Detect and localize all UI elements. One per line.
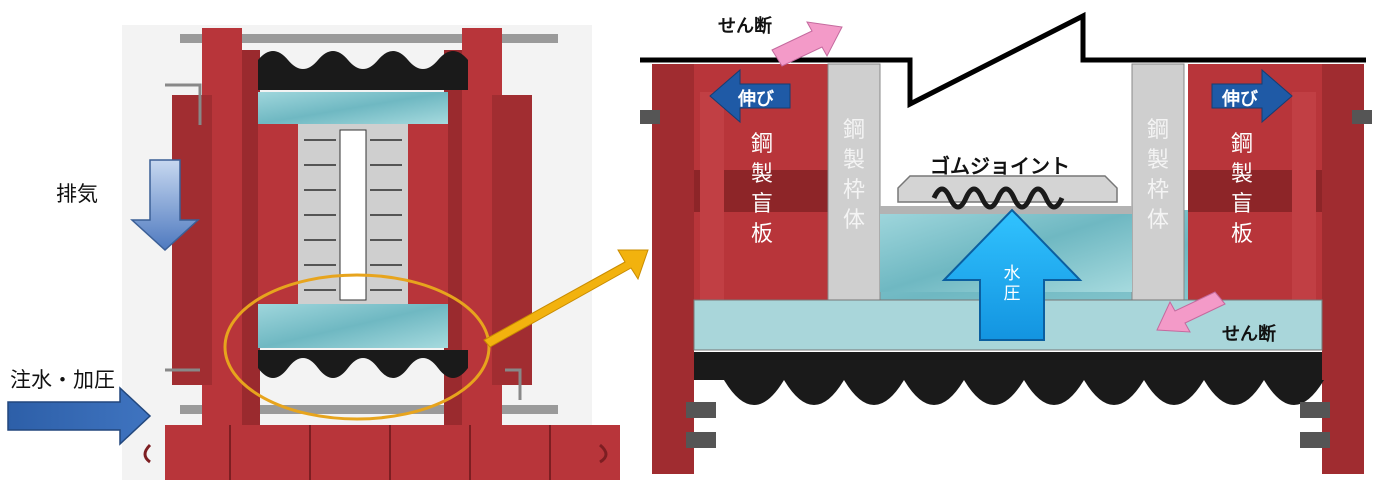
inject-arrow-icon: [7, 386, 152, 446]
steel-plate-left-label: 鋼製盲板: [750, 132, 773, 247]
top-rubber-joint: [258, 51, 468, 90]
detail-rubber-bar: [694, 352, 1322, 380]
detail-left-steel-frame: [827, 63, 881, 315]
shear-bottom-label: せん断: [1222, 324, 1276, 345]
steel-frame-left-label: 鋼製枠体: [842, 118, 865, 233]
shear-bottom-arrow-icon: [1156, 291, 1226, 333]
highlight-ellipse: [223, 273, 491, 421]
bottom-tie-rod: [180, 405, 558, 414]
base-frame: [165, 425, 620, 480]
rubber-joint-label: ゴムジョイント: [930, 154, 1070, 178]
stretch-left-label: 伸び: [738, 89, 774, 110]
water-pressure-arrow-icon: [941, 208, 1083, 341]
inject-label: 注水・加圧: [10, 368, 115, 392]
bottom-rubber-joint: [258, 350, 468, 378]
stretch-left-arrow-icon: [709, 68, 791, 124]
exhaust-arrow-icon: [130, 159, 200, 252]
steel-plate-right-label: 鋼製盲板: [1230, 132, 1253, 247]
shear-top-arrow-icon: [771, 21, 843, 67]
shear-top-label: せん断: [718, 16, 772, 37]
callout-arrow-icon: [483, 249, 649, 348]
top-tie-rod: [180, 34, 558, 43]
steel-frame-right-label: 鋼製枠体: [1146, 118, 1169, 233]
stretch-right-arrow-icon: [1211, 68, 1293, 124]
rubber-joint-wave: [931, 186, 1065, 210]
left-apparatus: [7, 25, 620, 480]
water-pressure-label: 水圧: [1003, 264, 1021, 304]
exhaust-label: 排気: [56, 182, 98, 206]
detail-rubber-waves: [724, 380, 1324, 405]
stretch-right-label: 伸び: [1222, 89, 1258, 110]
right-detail: [640, 11, 1372, 474]
detail-right-steel-frame: [1131, 63, 1185, 315]
shear-boundary-line: [640, 11, 1366, 109]
